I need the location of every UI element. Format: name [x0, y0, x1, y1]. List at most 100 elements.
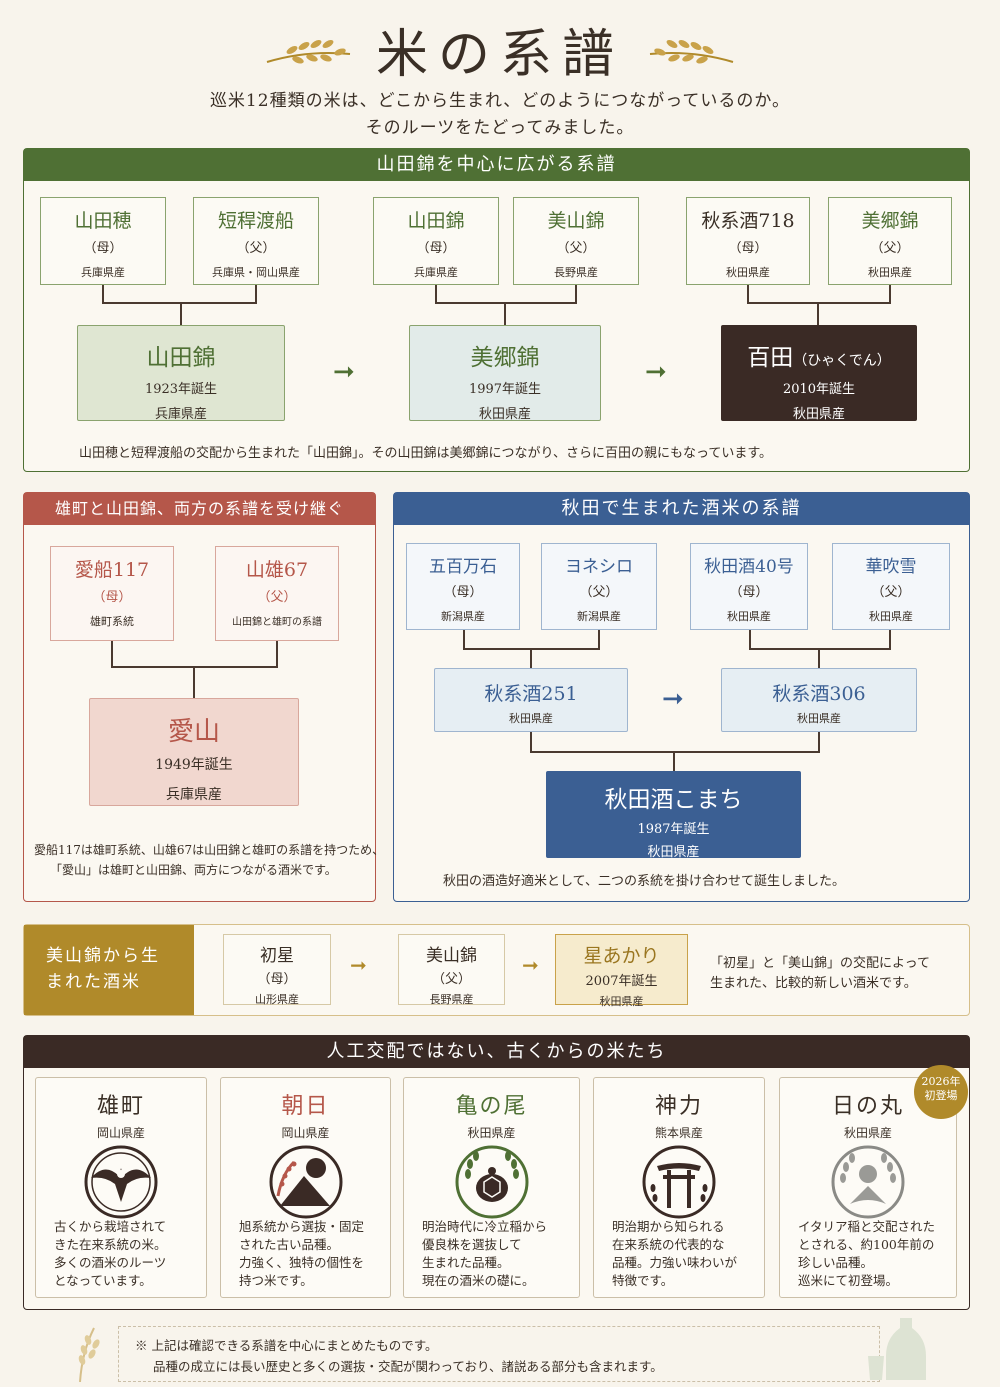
- mid-akikeishu251: 秋系酒251 秋田県産: [434, 668, 628, 732]
- parent-name: 美山錦: [547, 210, 605, 232]
- arrow-right-icon: ➞: [333, 357, 355, 387]
- child-year: 1997年誕生: [468, 382, 542, 397]
- desc-line: イタリア稲と交配された: [798, 1219, 936, 1234]
- parent-pref: 長野県産: [554, 266, 598, 279]
- desc-line: 優良株を選抜して: [422, 1237, 522, 1252]
- wheat-right-icon: [649, 40, 734, 64]
- child-pref: 秋田県産: [647, 845, 700, 860]
- parent-pref: 秋田県産: [869, 610, 913, 623]
- child-misatonishiki: 美郷錦 1997年誕生 秋田県産: [409, 325, 601, 422]
- mid-pref: 秋田県産: [797, 712, 841, 725]
- parent-pref: 秋田県産: [726, 266, 770, 279]
- desc-line: 現在の酒米の礎に。: [422, 1273, 535, 1288]
- desc-line: 品種。力強い味わいが: [612, 1255, 738, 1270]
- desc-line: 在来系統の代表的な: [612, 1237, 725, 1252]
- connector: [673, 751, 675, 771]
- child-name: 愛山: [167, 717, 220, 747]
- page-title: 米の系譜: [375, 25, 624, 85]
- parent-role: （母）: [728, 241, 768, 256]
- parent-name: 秋系酒718: [701, 210, 795, 232]
- connector: [575, 285, 577, 303]
- turtle-crest-icon: [455, 1145, 528, 1219]
- desc-line: 明治期から知られる: [612, 1219, 725, 1234]
- miyama-label: 美山錦から生 まれた酒米: [24, 925, 194, 1015]
- parent-hanafubuki: 華吹雪 （父） 秋田県産: [832, 543, 950, 630]
- parent-yamadanishiki: 山田錦 （母） 兵庫県産: [373, 197, 499, 285]
- child-name: 秋田酒こまち: [604, 787, 743, 813]
- parent-pref: 新潟県産: [441, 610, 485, 623]
- parent-pref: 兵庫県・岡山県産: [212, 266, 300, 279]
- parent-akikeishu718: 秋系酒718 （母） 秋田県産: [686, 197, 810, 285]
- connector: [102, 302, 257, 304]
- connector: [530, 732, 532, 752]
- mid-akikeishu306: 秋系酒306 秋田県産: [721, 668, 917, 732]
- child-name: 山田錦: [146, 345, 216, 371]
- parent-role: （母）: [443, 585, 483, 600]
- parent-aifune117: 愛船117 （母） 雄町系統: [50, 546, 174, 641]
- card-pref: 岡山県産: [281, 1126, 330, 1140]
- parent-pref: 山田錦と雄町の系譜: [232, 617, 322, 628]
- child-yamadanishiki: 山田錦 1923年誕生 兵庫県産: [77, 325, 285, 422]
- connector: [435, 302, 577, 304]
- connector: [747, 302, 891, 304]
- card-name: 日の丸: [831, 1094, 904, 1119]
- parent-pref: 長野県産: [429, 993, 474, 1006]
- desc-line: 古くから栽培されて: [54, 1219, 167, 1234]
- parent-name: 短稈渡船: [217, 210, 294, 232]
- child-pref: 兵庫県産: [154, 407, 207, 422]
- arrow-right-icon: ➞: [645, 357, 667, 387]
- sunrise-mountain-icon: [269, 1145, 342, 1219]
- child-pref: 秋田県産: [478, 407, 531, 422]
- child-pref: 秋田県産: [792, 407, 845, 422]
- connector: [747, 285, 749, 303]
- arrow-right-icon: ➞: [662, 684, 684, 714]
- card-pref: 熊本県産: [654, 1126, 703, 1140]
- footer-line-2: 品種の成立には長い歴史と多くの選抜・交配が関わっており、諸説ある部分も含まれます…: [153, 1359, 663, 1374]
- card-desc: 明治期から知られる 在来系統の代表的な 品種。力強い味わいが 特徴です。: [612, 1218, 752, 1290]
- parent-name: 山田穂: [74, 210, 132, 232]
- torii-gate-icon: [642, 1145, 716, 1219]
- footer-note-box: [118, 1326, 880, 1382]
- connector: [504, 302, 506, 326]
- omachi-note-2: 「愛山」は雄町と山田錦、両方につながる酒米です。: [50, 863, 337, 877]
- parent-pref: 雄町系統: [90, 615, 134, 628]
- parent-role: （母）: [92, 590, 132, 605]
- miyama-note-1: 「初星」と「美山錦」の交配によって: [710, 956, 930, 971]
- yamada-note: 山田穂と短稈渡船の交配から生まれた「山田錦」。その山田錦は美郷錦につながり、さら…: [79, 446, 773, 461]
- card-name: 雄町: [96, 1094, 145, 1119]
- parent-pref: 秋田県産: [868, 266, 912, 279]
- parent-name: 秋田酒40号: [704, 557, 794, 577]
- parent-name: 美山錦: [426, 946, 477, 966]
- child-name: 星あかり: [583, 945, 660, 967]
- footer-line-1: ※ 上記は確認できる系譜を中心にまとめたものです。: [135, 1338, 438, 1353]
- card-name: 神力: [654, 1094, 703, 1119]
- parent-role: （父）: [579, 585, 619, 600]
- desc-line: された古い品種。: [239, 1237, 340, 1252]
- parent-yamadaho: 山田穂 （母） 兵庫県産: [40, 197, 166, 285]
- card-pref: 岡山県産: [96, 1126, 145, 1140]
- child-hyakuden: 百田（ひゃくでん） 2010年誕生 秋田県産: [721, 325, 917, 422]
- parent-name: 初星: [260, 946, 294, 966]
- eagle-crest-icon: [84, 1145, 158, 1219]
- desc-line: 珍しい品種。: [798, 1255, 874, 1270]
- child-akitasakekomachi: 秋田酒こまち 1987年誕生 秋田県産: [546, 771, 801, 860]
- connector: [180, 302, 182, 326]
- parent-name: ヨネシロ: [565, 557, 633, 577]
- parent-misatonishiki: 美郷錦 （父） 秋田県産: [828, 197, 952, 285]
- miyama-label-line-2: まれた酒米: [46, 972, 141, 992]
- child-name: 美郷錦: [470, 345, 540, 371]
- child-year: 1923年誕生: [144, 382, 218, 397]
- parent-role: （母）: [257, 972, 297, 987]
- parent-name: 愛船117: [74, 559, 150, 581]
- parent-pref: 山形県産: [255, 993, 299, 1006]
- card-pref: 秋田県産: [467, 1126, 516, 1140]
- omachi-banner: 雄町と山田錦、両方の系譜を受け継ぐ: [24, 493, 375, 525]
- traditional-banner: 人工交配ではない、古くからの米たち: [24, 1036, 969, 1068]
- desc-line: 力強く、独特の個性を: [239, 1255, 365, 1270]
- connector: [889, 285, 891, 303]
- desc-line: きた在来系統の米。: [54, 1237, 167, 1252]
- parent-name: 山雄67: [245, 559, 309, 581]
- parent-role: （父）: [431, 972, 471, 987]
- connector: [435, 285, 437, 303]
- parent-miyamanishiki-2: 美山錦 （父） 長野県産: [398, 934, 505, 1006]
